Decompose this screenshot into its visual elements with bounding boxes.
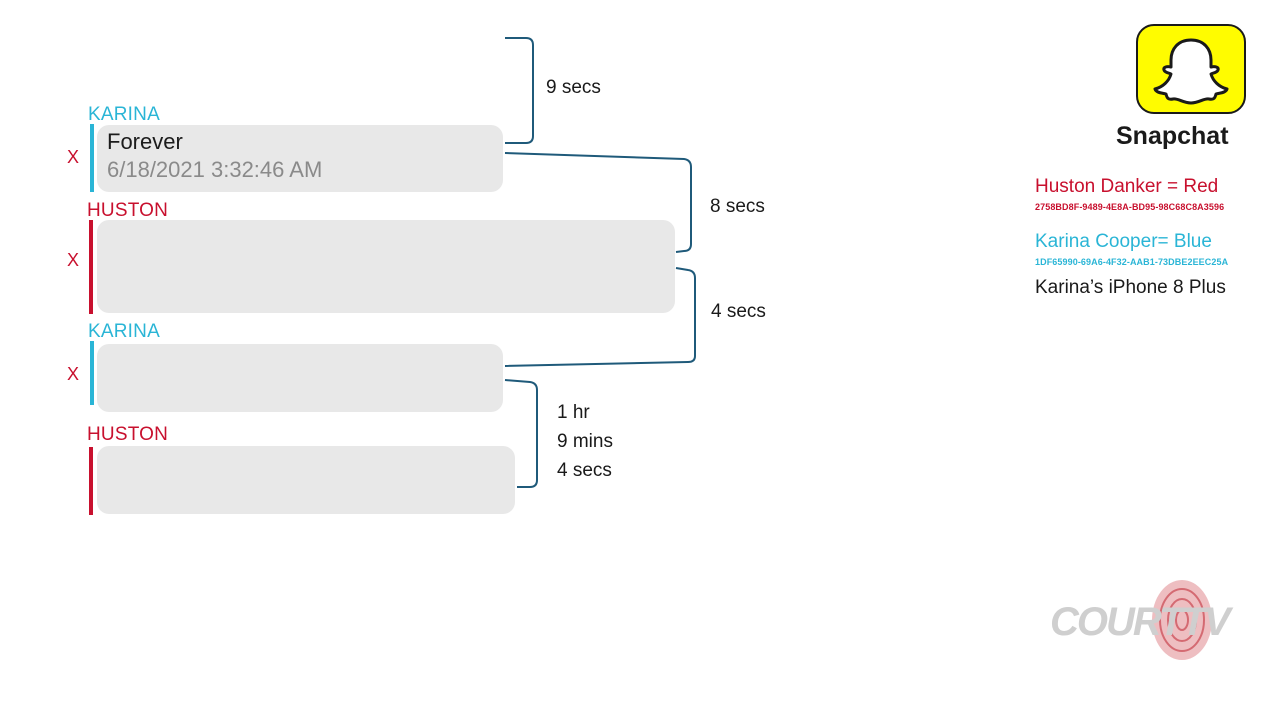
legend-huston: Huston Danker = Red — [1035, 176, 1219, 197]
ghost-icon — [1153, 38, 1229, 105]
gap-label-multiline: 1 hr 9 mins 4 secs — [557, 398, 613, 485]
gap-label: 9 secs — [546, 77, 601, 98]
gap-label: 4 secs — [711, 301, 766, 322]
gap-line-hours: 1 hr — [557, 402, 590, 423]
message-bubble — [97, 220, 675, 313]
deleted-marker: X — [67, 364, 80, 384]
device-label: Karina’s iPhone 8 Plus — [1035, 277, 1226, 298]
court-tv-watermark: COURTTV — [1040, 580, 1231, 670]
legend-karina-id: 1DF65990-69A6-4F32-AAB1-73DBE2EEC25A — [1035, 257, 1229, 267]
message-bubble — [97, 446, 515, 514]
sender-bar-huston — [89, 447, 93, 515]
deleted-marker: X — [67, 250, 80, 270]
sender-label-karina: KARINA — [88, 321, 160, 342]
sender-bar-huston — [89, 220, 93, 314]
fingerprint-icon — [1152, 580, 1212, 660]
legend-huston-id: 2758BD8F-9489-4E8A-BD95-98C68C8A3596 — [1035, 202, 1225, 212]
deleted-marker: X — [67, 147, 80, 167]
message-bubble — [97, 344, 503, 412]
gap-line-minutes: 9 mins — [557, 431, 613, 452]
gap-bracket-2 — [504, 152, 692, 253]
message-timestamp: 6/18/2021 3:32:46 AM — [107, 157, 323, 182]
message-text: Forever — [107, 129, 183, 154]
gap-bracket-4 — [504, 379, 538, 488]
court-tv-text: COURTTV — [1050, 600, 1231, 644]
sender-label-huston: HUSTON — [87, 200, 169, 221]
sender-bar-karina — [90, 341, 94, 405]
legend-karina: Karina Cooper= Blue — [1035, 231, 1212, 252]
gap-label: 8 secs — [710, 196, 765, 217]
gap-bracket-3 — [504, 267, 696, 367]
snapchat-logo-label: Snapchat — [1116, 122, 1229, 150]
sender-label-karina: KARINA — [88, 104, 160, 125]
snapchat-logo — [1136, 24, 1246, 114]
gap-bracket-1 — [505, 37, 534, 144]
sender-label-huston: HUSTON — [87, 424, 169, 445]
sender-bar-karina — [90, 124, 94, 192]
gap-line-seconds: 4 secs — [557, 460, 612, 481]
message-bubble: Forever 6/18/2021 3:32:46 AM — [97, 125, 503, 192]
